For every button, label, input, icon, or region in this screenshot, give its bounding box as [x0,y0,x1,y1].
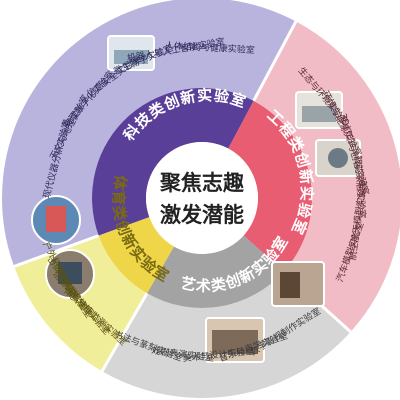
center-title-line2: 激发潜能 [160,202,244,227]
lab-photo-art-1 [271,261,325,307]
lab-photo-eng-1 [295,91,343,129]
eng-mid-sector [228,100,312,272]
lab-photo-art-2 [205,317,265,363]
lab-photo-sport-2 [45,249,95,299]
center-circle [146,142,258,254]
tech-mid-sector [92,87,254,236]
tech-outer-sector [2,0,296,267]
sport-mid-sector [98,217,174,294]
lab-photo-tech [107,35,155,71]
lab-photo-sport-1 [31,195,81,245]
center-title-line1: 聚焦志趣 [159,170,245,195]
art-mid-sector [147,235,284,308]
lab-photo-eng-2 [315,139,361,177]
